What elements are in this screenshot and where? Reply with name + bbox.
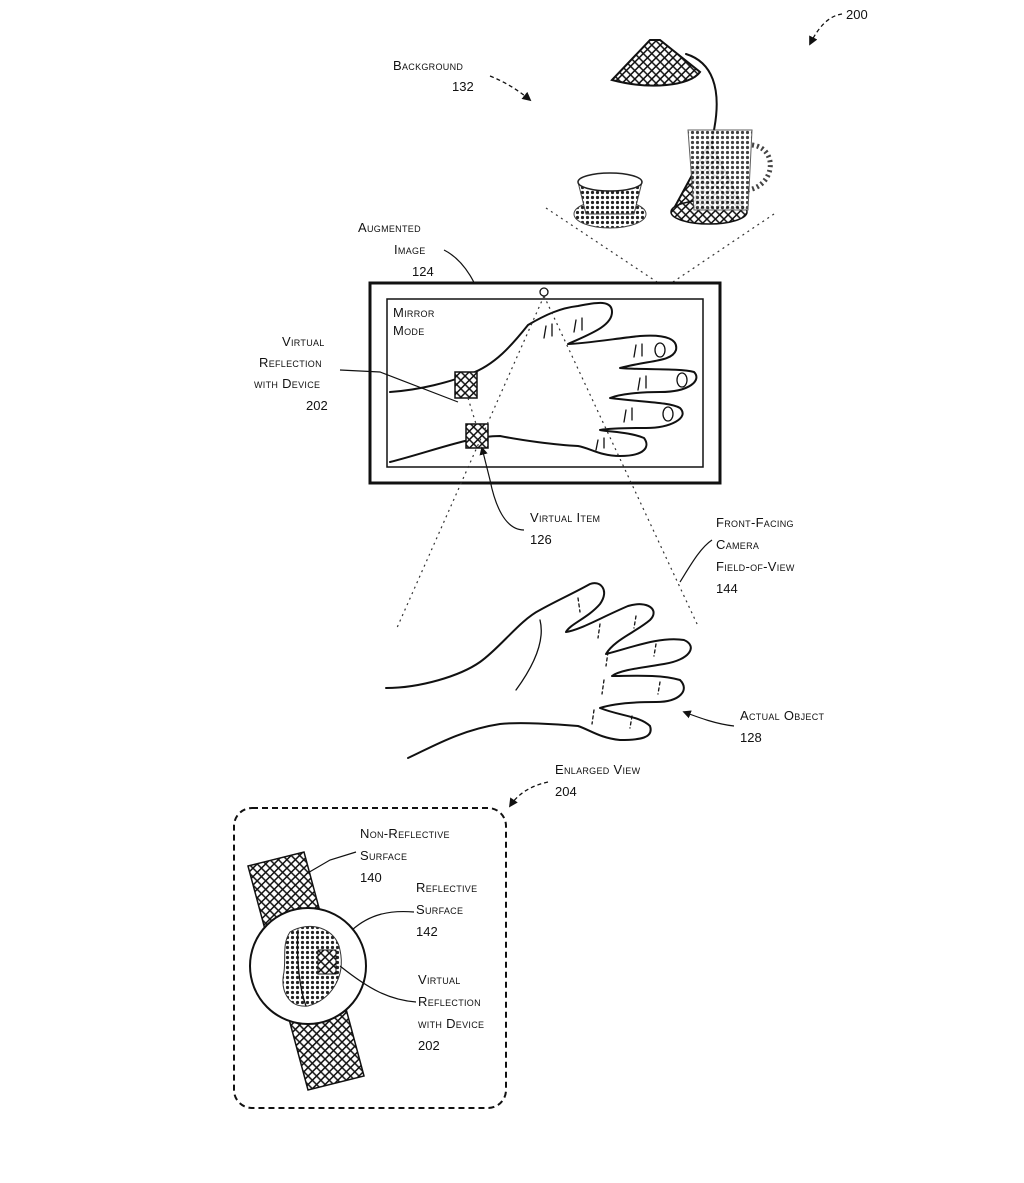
non-reflective-leader bbox=[305, 851, 357, 875]
lamp-shade bbox=[610, 39, 702, 87]
actual-object-ref: 128 bbox=[740, 730, 762, 745]
actual-object-label: Actual Object 128 bbox=[682, 708, 825, 745]
enlarged-view-ref: 204 bbox=[555, 784, 577, 799]
reflective-leader bbox=[351, 910, 415, 931]
virtual-reflection-bottom-leader bbox=[339, 965, 417, 1003]
camera-fov-label: Front-Facing Camera Field-of-View 144 bbox=[679, 515, 795, 596]
virtual-reflection-top-line2: Reflection bbox=[259, 355, 322, 370]
non-reflective-line1: Non-Reflective bbox=[360, 826, 450, 841]
actual-object-line1: Actual Object bbox=[740, 708, 825, 723]
device-screen bbox=[386, 298, 704, 468]
camera-fov-line2: Camera bbox=[716, 537, 759, 552]
mirror-mode-line1: Mirror bbox=[393, 305, 435, 320]
enlarged-view-leader bbox=[508, 781, 549, 808]
figure-number-leader bbox=[809, 13, 843, 46]
virtual-reflection-bottom-line3: with Device bbox=[418, 1016, 484, 1031]
device: Mirror Mode bbox=[368, 281, 722, 485]
screen-virtual-item bbox=[465, 423, 489, 449]
reflective-ref: 142 bbox=[416, 924, 438, 939]
background-label-text: Background bbox=[393, 58, 463, 73]
virtual-reflection-bottom-line1: Virtual bbox=[418, 972, 461, 987]
camera-fov-lines bbox=[395, 295, 699, 631]
background-label: Background 132 bbox=[393, 58, 532, 102]
virtual-item-leader bbox=[479, 446, 525, 531]
camera-fov-ref: 144 bbox=[716, 581, 738, 596]
actual-hand bbox=[385, 582, 692, 759]
camera-fov-line1: Front-Facing bbox=[716, 515, 794, 530]
enlarged-view-line1: Enlarged View bbox=[555, 762, 641, 777]
cup-rim bbox=[577, 172, 643, 192]
figure-number: 200 bbox=[846, 7, 868, 22]
virtual-reflection-bottom-label: Virtual Reflection with Device 202 bbox=[418, 972, 484, 1053]
watch-reflection bbox=[282, 925, 342, 1007]
mirror-mode-line2: Mode bbox=[393, 323, 425, 338]
augmented-image-line2: Image bbox=[394, 242, 426, 257]
enlarged-view-box bbox=[233, 807, 507, 1109]
reflective-line1: Reflective bbox=[416, 880, 477, 895]
virtual-reflection-bottom-ref: 202 bbox=[418, 1038, 440, 1053]
non-reflective-line2: Surface bbox=[360, 848, 407, 863]
screen-hand bbox=[389, 301, 698, 463]
virtual-item-ref: 126 bbox=[530, 532, 552, 547]
virtual-reflection-top-label: Virtual Reflection with Device 202 bbox=[254, 334, 459, 413]
reflective-label: Reflective Surface 142 bbox=[416, 880, 477, 939]
virtual-reflection-top-ref: 202 bbox=[306, 398, 328, 413]
augmented-image-line1: Augmented bbox=[358, 220, 421, 235]
virtual-item-label: Virtual Item 126 bbox=[479, 446, 600, 547]
non-reflective-label: Non-Reflective Surface 140 bbox=[360, 826, 450, 885]
mug-handle bbox=[747, 142, 773, 193]
virtual-item-line1: Virtual Item bbox=[530, 510, 600, 525]
virtual-reflection-top-line1: Virtual bbox=[282, 334, 325, 349]
screen-reflection-device bbox=[454, 371, 478, 399]
non-reflective-ref: 140 bbox=[360, 870, 382, 885]
background-projection-lines bbox=[545, 207, 775, 285]
background-scene bbox=[573, 39, 773, 229]
virtual-reflection-top-leader bbox=[339, 369, 459, 403]
figure-number-label: 200 bbox=[809, 7, 868, 46]
actual-object-leader bbox=[682, 710, 735, 727]
virtual-reflection-top-line3: with Device bbox=[254, 376, 320, 391]
mug bbox=[687, 129, 753, 211]
enlarged-view-label: Enlarged View 204 bbox=[508, 762, 641, 808]
front-camera bbox=[539, 287, 549, 297]
augmented-image-ref: 124 bbox=[412, 264, 434, 279]
virtual-reflection-bottom-line2: Reflection bbox=[418, 994, 481, 1009]
reflective-line2: Surface bbox=[416, 902, 463, 917]
background-ref: 132 bbox=[452, 79, 474, 94]
background-leader bbox=[489, 75, 532, 102]
camera-fov-line3: Field-of-View bbox=[716, 559, 795, 574]
camera-fov-leader bbox=[679, 539, 713, 583]
